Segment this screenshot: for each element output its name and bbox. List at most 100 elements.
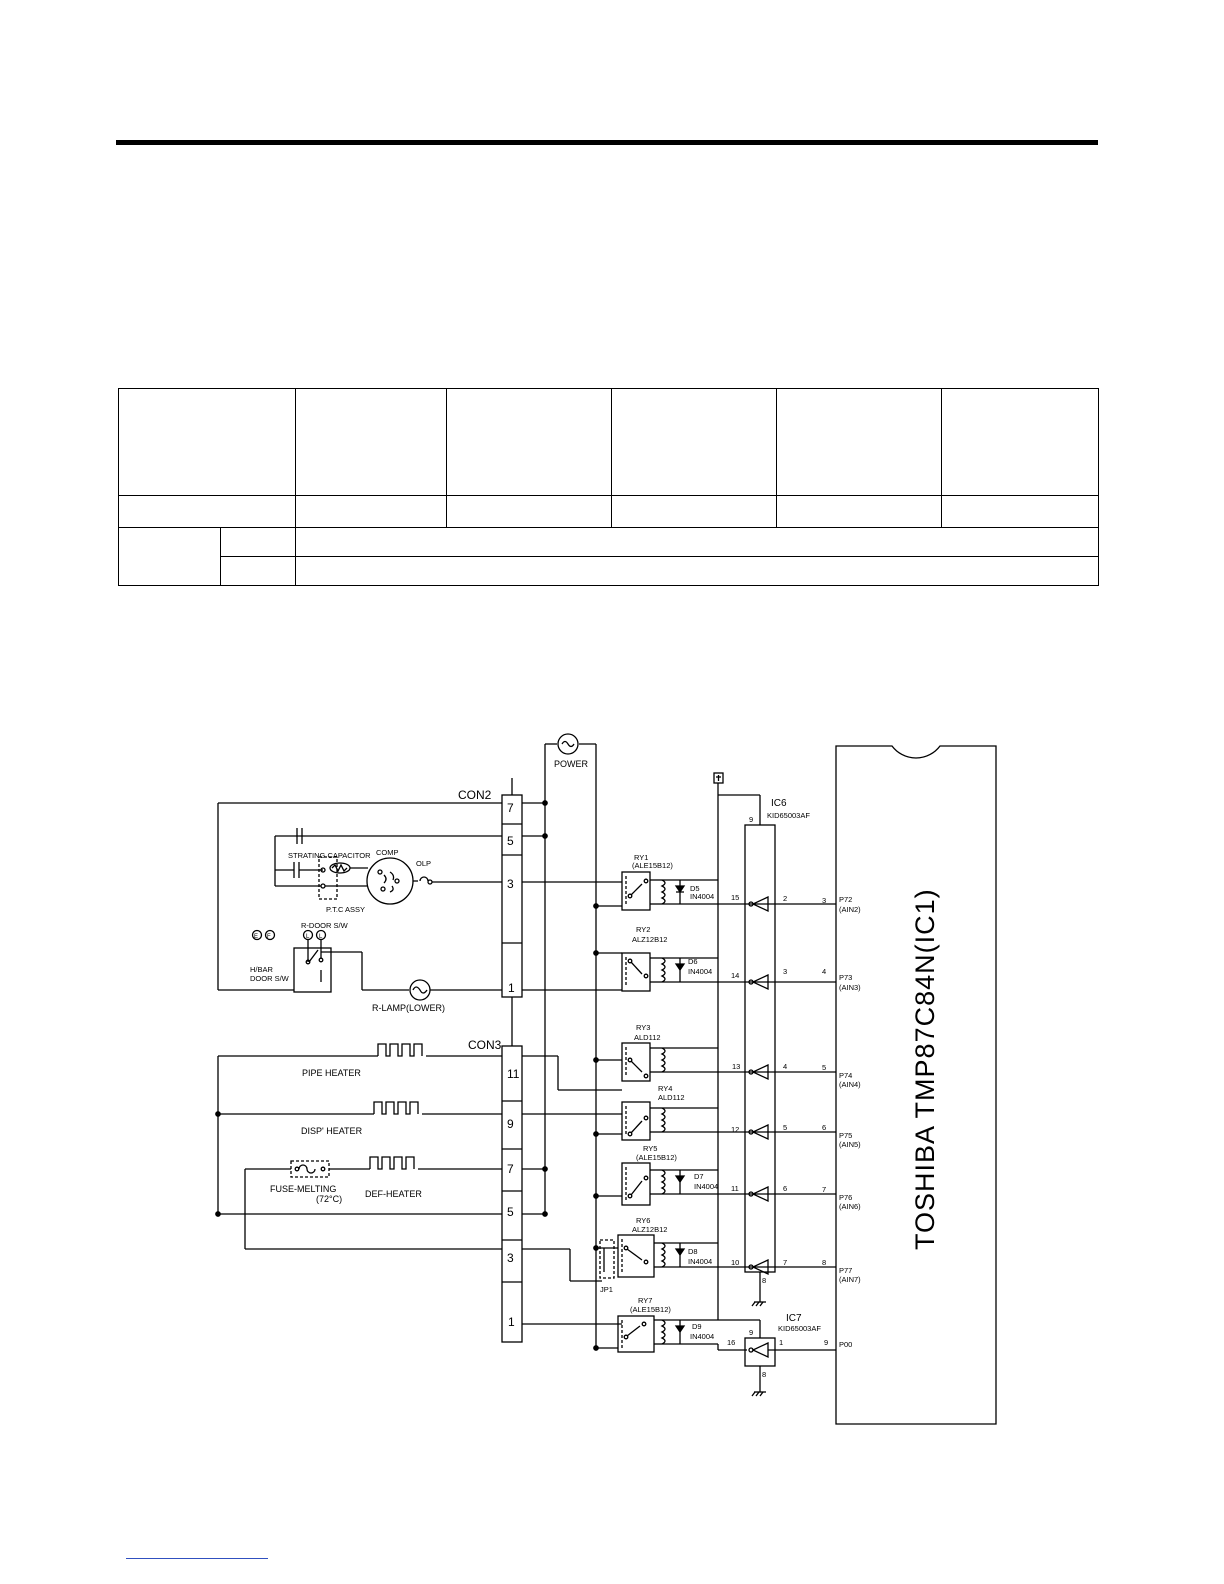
table-cell	[776, 495, 942, 528]
table-cell	[295, 388, 447, 496]
diode-label: D8	[688, 1247, 698, 1256]
diodes: D5 IN4004 D6 IN4004 D7 IN4004 D8 IN4004 …	[674, 880, 718, 1344]
con2-label: CON2	[458, 788, 492, 802]
con3-pin: 5	[507, 1205, 514, 1219]
table-row	[119, 556, 1099, 586]
mcu-pin-number: 4	[822, 967, 826, 976]
ic6-in-pin: 2	[783, 894, 787, 903]
terminal-l-label: L	[319, 934, 323, 940]
table-cell	[776, 388, 942, 496]
con2-pin: 1	[508, 981, 515, 995]
ic6-out-pin: 13	[732, 1062, 740, 1071]
table-cell	[295, 495, 447, 528]
mcu-pin-number: 3	[822, 896, 826, 905]
disp-heater-label: DISP' HEATER	[301, 1126, 363, 1136]
diode-part: IN4004	[690, 1332, 714, 1341]
table-header-row	[118, 388, 1099, 496]
starting-capacitor-label: STRATING CAPACITOR	[288, 851, 371, 860]
def-heater: FUSE-MELTING (72°C) DEF-HEATER	[245, 1156, 502, 1204]
con2-connector: CON2 7 5 3 1	[458, 788, 523, 998]
diode-label: D6	[688, 957, 698, 966]
ic6-out-pin: 15	[731, 893, 739, 902]
jp1-label: JP1	[600, 1285, 613, 1294]
ic6-part: KID65003AF	[767, 811, 810, 820]
con3-connector: CON3 11 9 7 5 3 1	[468, 1038, 523, 1343]
comp-label: COMP	[376, 848, 399, 857]
mcu-pin-number: 7	[822, 1185, 826, 1194]
diode-part: IN4004	[688, 967, 712, 976]
pipe-heater-label: PIPE HEATER	[302, 1068, 361, 1078]
ic6-in-pin: 4	[783, 1062, 787, 1071]
relay-part: ALZ12B12	[632, 935, 667, 944]
compressor: COMP	[366, 848, 414, 905]
ptc-label: P.T.C ASSY	[326, 905, 365, 914]
jumper-jp1: JP1	[599, 1239, 615, 1294]
mcu-ain: (AIN3)	[839, 983, 861, 992]
relay-part: ALZ12B12	[632, 1225, 667, 1234]
relay-part: (ALE15B12)	[632, 861, 673, 870]
relay-name: RY3	[636, 1023, 650, 1032]
ic6-in-pin: 5	[783, 1123, 787, 1132]
diode-label: D7	[694, 1172, 704, 1181]
spec-table	[118, 388, 1099, 586]
diode-part: IN4004	[690, 892, 714, 901]
con3-label: CON3	[468, 1038, 502, 1052]
relay-part: ALD112	[658, 1093, 685, 1102]
diode-part: IN4004	[694, 1182, 718, 1191]
con3-pin: 3	[507, 1251, 514, 1265]
ic6-in-pin: 3	[783, 967, 787, 976]
ic6-out-pin: 10	[731, 1258, 739, 1267]
ic6-out-pin: 12	[731, 1125, 739, 1134]
con3-pin: 9	[507, 1117, 514, 1131]
relay-name: RY5	[643, 1144, 657, 1153]
fuse-melting-label: FUSE-MELTING	[270, 1184, 336, 1194]
mcu-port: P00	[839, 1340, 852, 1349]
ptc-assembly: P.T.C ASSY	[274, 856, 368, 914]
diode-label: D9	[692, 1322, 702, 1331]
ic6-in-pin: 7	[783, 1258, 787, 1267]
mcu-port: P75	[839, 1131, 852, 1140]
relay-name: RY2	[636, 925, 650, 934]
circuit-schematic: POWER CON2 7 5 3 1 STRATING CAPACITOR	[215, 733, 997, 1425]
def-heater-label: DEF-HEATER	[365, 1189, 422, 1199]
table-cell	[220, 527, 296, 557]
relay-name: RY1	[634, 853, 648, 862]
ic6-out-pin: 14	[731, 971, 739, 980]
mcu-ain: (AIN4)	[839, 1080, 861, 1089]
table-cell	[118, 495, 296, 528]
r-lamp-label: R-LAMP(LOWER)	[372, 1003, 445, 1013]
relay-ry1: RY1 (ALE15B12)	[593, 853, 673, 911]
footer-rule	[126, 1558, 268, 1559]
hbar-door-switch: H/BAR DOOR S/W	[250, 940, 332, 993]
ic6-buffers: 15 14 13 12 11 10 2 3 4 5 6 7	[662, 893, 836, 1276]
table-cell	[446, 388, 612, 496]
ic6-gnd-pin: 8	[762, 1276, 766, 1285]
pipe-heater: PIPE HEATER	[218, 1043, 502, 1078]
terminal-l-label: L	[306, 934, 310, 940]
mcu-port: P74	[839, 1071, 852, 1080]
table-cell	[295, 556, 1099, 586]
mcu-ain: (AIN5)	[839, 1140, 861, 1149]
con3-pin: 1	[508, 1315, 515, 1329]
table-cell	[220, 556, 296, 586]
con2-pin: 5	[507, 834, 514, 848]
olp-label: OLP	[416, 859, 431, 868]
mcu-ain: (AIN6)	[839, 1202, 861, 1211]
olp: OLP	[413, 859, 502, 885]
relay-ry7: RY7 (ALE15B12)	[593, 1296, 671, 1353]
mcu-port: P72	[839, 895, 852, 904]
ic7-vcc-pin: 9	[749, 1328, 753, 1337]
con3-pin: 11	[507, 1067, 520, 1081]
table-cell	[118, 388, 296, 496]
table-cell	[118, 527, 221, 586]
vcc-bus	[662, 772, 761, 1338]
power-label: POWER	[554, 759, 589, 769]
header-rule	[116, 140, 1098, 145]
relay-ry2: RY2 ALZ12B12	[593, 925, 667, 992]
table-cell	[446, 495, 612, 528]
mcu-pin-number: 6	[822, 1123, 826, 1132]
diode-part: IN4004	[688, 1257, 712, 1266]
terminal-e-label: E	[254, 934, 258, 940]
r-lamp: R-LAMP(LOWER)	[372, 979, 502, 1013]
con2-pin: 7	[507, 801, 514, 815]
